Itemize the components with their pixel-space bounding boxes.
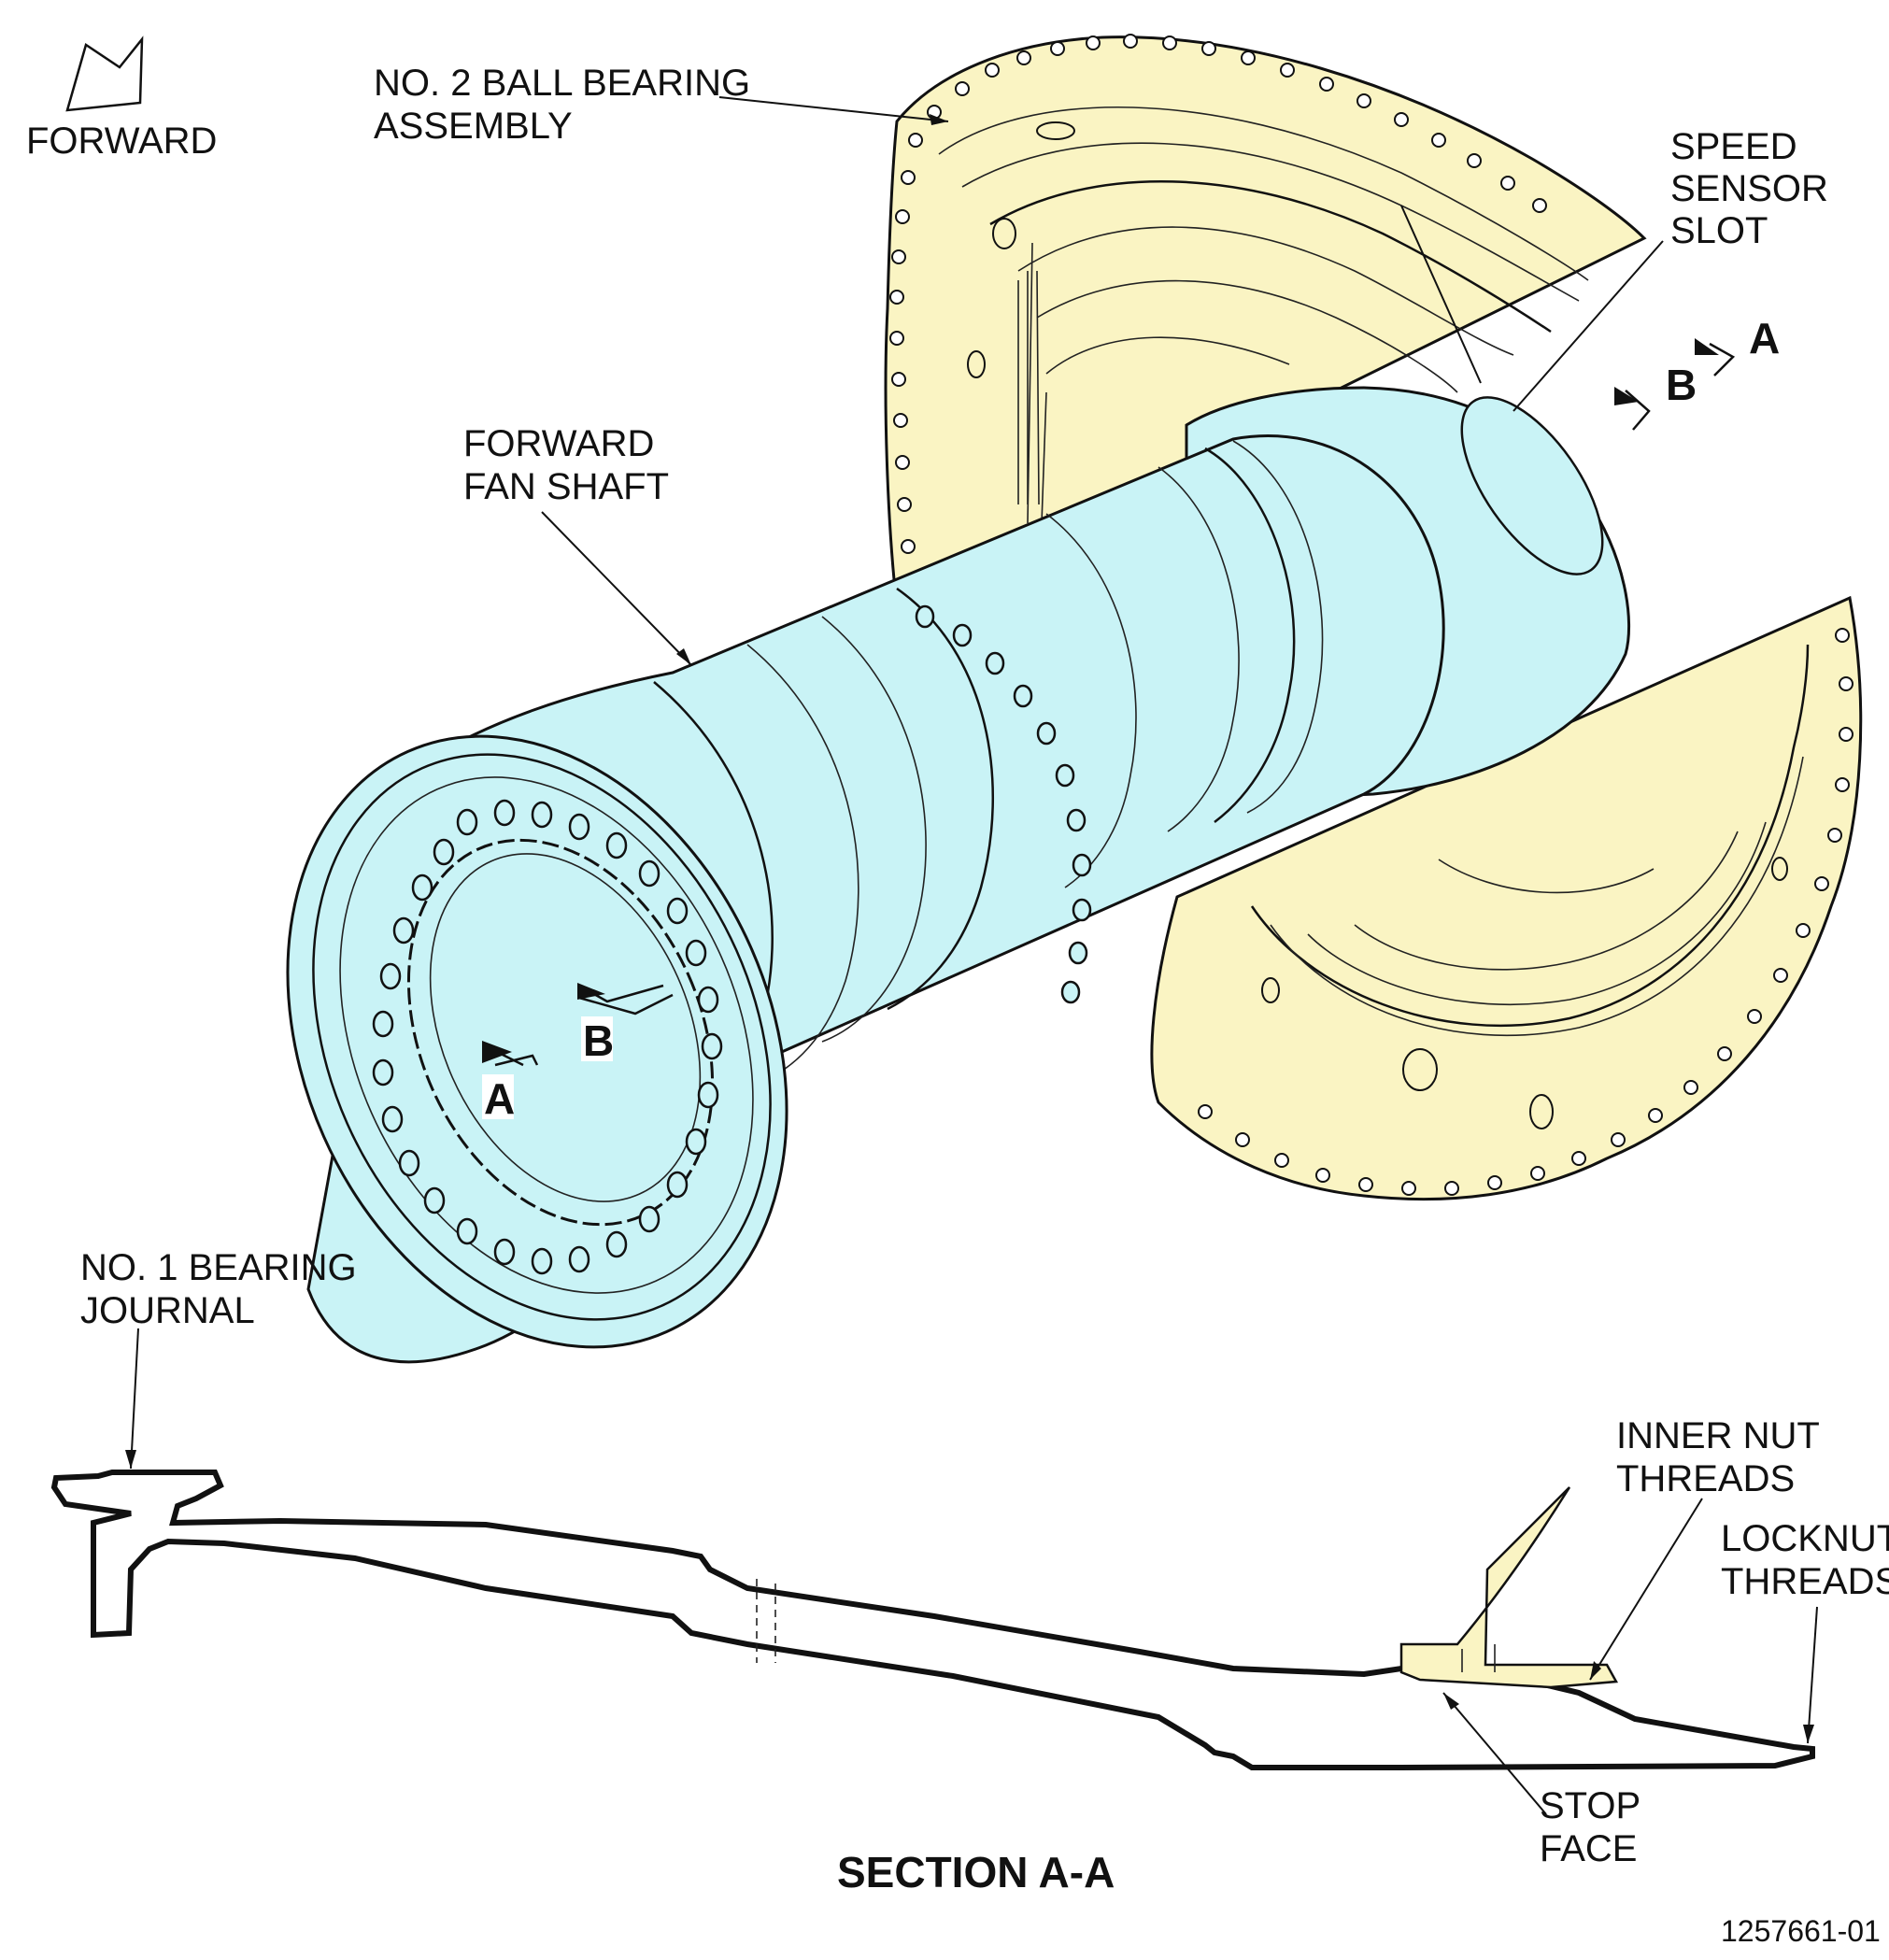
section-outline — [50, 1470, 1815, 1770]
locknut-label-line1: LOCKNUT — [1721, 1518, 1889, 1559]
svg-text:B: B — [1666, 361, 1697, 409]
leader-inner-nut — [1589, 1498, 1703, 1681]
leader-ball-bearing — [718, 96, 949, 122]
ball-bearing-label-line2: ASSEMBLY — [374, 106, 573, 147]
leader-locknut — [1807, 1606, 1818, 1744]
stop-face-label-line1: STOP — [1540, 1785, 1640, 1826]
bearing-housing-lower — [1150, 595, 1863, 1201]
figure-number: 1257661-01 — [1721, 1914, 1881, 1948]
section-title: SECTION A-A — [837, 1848, 1115, 1896]
speed-sensor-label-line3: SLOT — [1670, 210, 1768, 251]
section-a-a-profile — [50, 1470, 1815, 1770]
fan-shaft-label-line2: FAN SHAFT — [463, 466, 669, 507]
journal-label-line1: NO. 1 BEARING — [80, 1247, 357, 1288]
section-housing-stub — [1399, 1486, 1619, 1689]
svg-text:A: A — [1749, 314, 1780, 362]
locknut-label-line2: THREADS — [1721, 1561, 1889, 1602]
leader-stop-face — [1442, 1692, 1547, 1815]
inner-nut-label-line2: THREADS — [1616, 1458, 1795, 1499]
section-marker-a-lower: A — [482, 1041, 524, 1123]
svg-text:A: A — [484, 1074, 515, 1123]
leader-speed-sensor — [1513, 240, 1664, 412]
speed-sensor-label-line2: SENSOR — [1670, 168, 1828, 209]
section-marker-b-lower: B — [577, 983, 664, 1065]
forward-label: FORWARD — [26, 121, 217, 162]
forward-fan-shaft — [286, 386, 1631, 1364]
svg-text:B: B — [583, 1016, 614, 1065]
leader-speed-sensor-slot — [1400, 205, 1482, 384]
stop-face-label-line2: FACE — [1540, 1828, 1637, 1869]
leader-journal — [130, 1328, 139, 1470]
housing-lower-body — [1150, 595, 1863, 1201]
housing-upper-body — [884, 36, 1647, 610]
section-marker-b-upper: B — [1614, 361, 1697, 431]
bearing-housing-upper — [884, 34, 1647, 610]
inner-nut-label-line1: INNER NUT — [1616, 1415, 1820, 1456]
speed-sensor-label-line1: SPEED — [1670, 126, 1797, 167]
leader-fan-shaft — [541, 511, 692, 666]
section-marker-a-upper: A — [1695, 314, 1780, 376]
ball-bearing-label-line1: NO. 2 BALL BEARING — [374, 63, 750, 104]
journal-label-line2: JOURNAL — [80, 1290, 255, 1331]
forward-arrow-icon — [65, 36, 144, 112]
fan-shaft-label-line1: FORWARD — [463, 423, 654, 464]
